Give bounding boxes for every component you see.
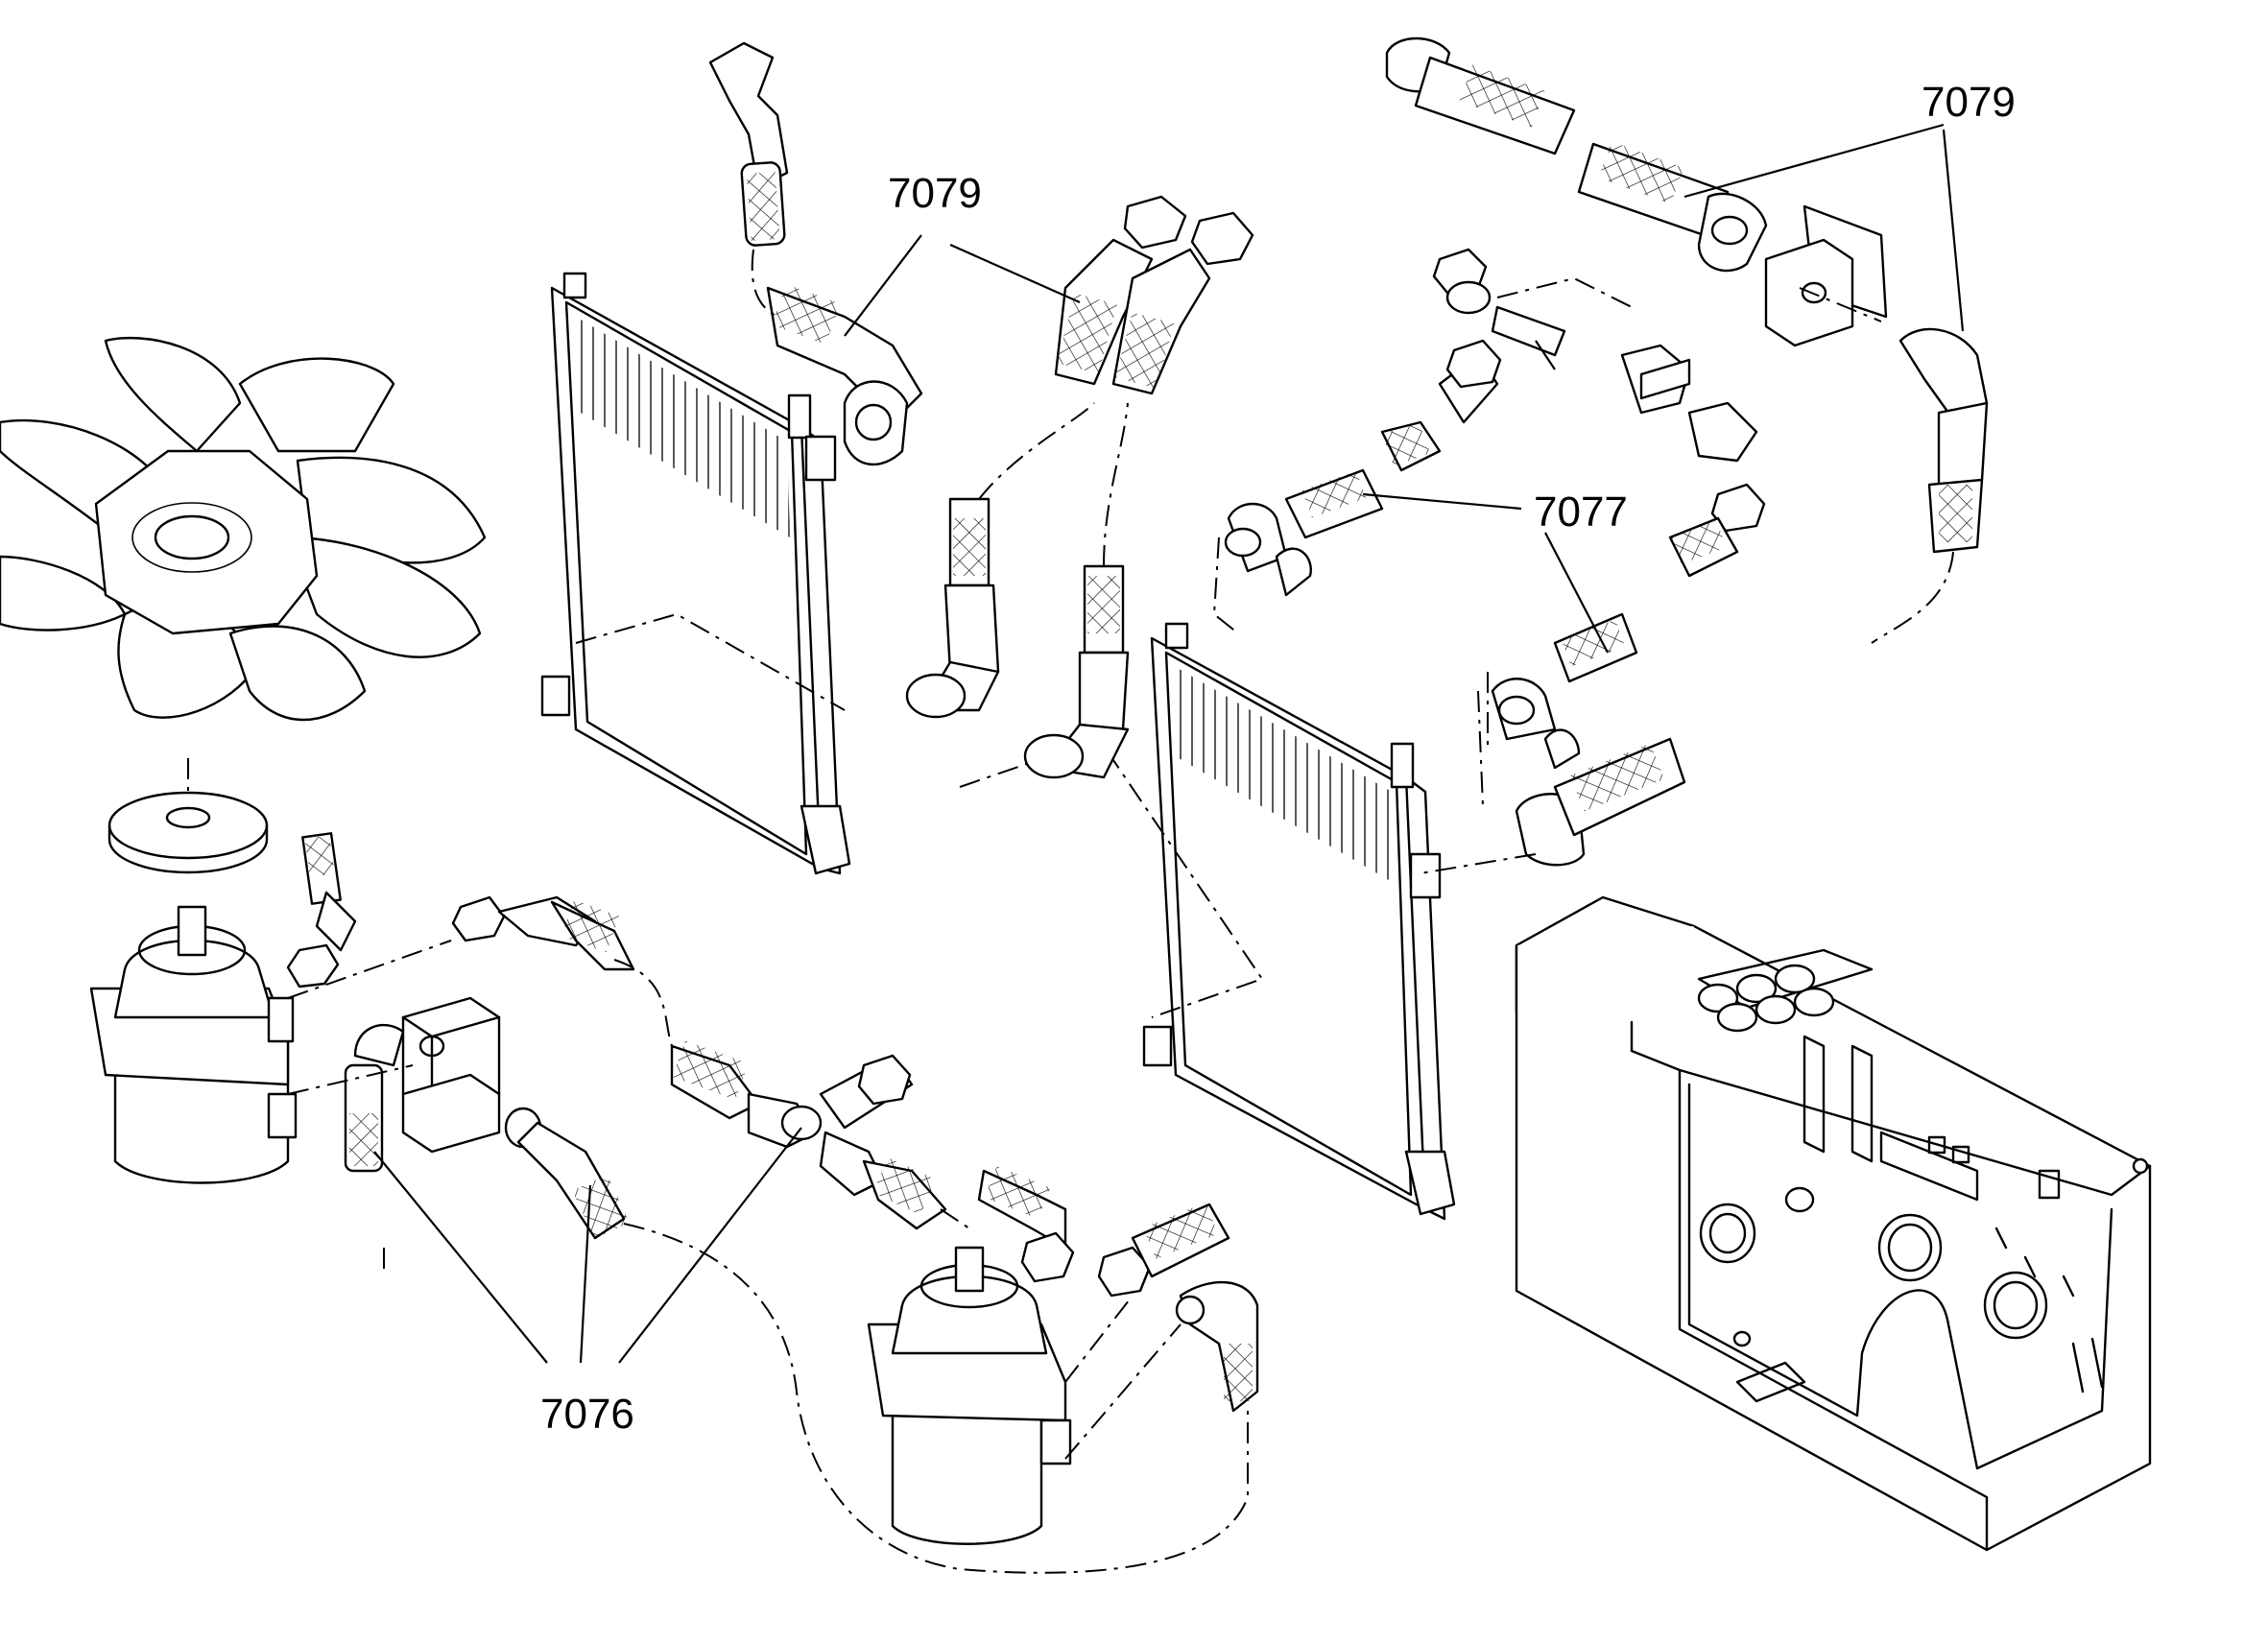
radiator-left — [540, 272, 851, 875]
pipe-assembly-7076 — [451, 895, 947, 1230]
connector-lines — [287, 940, 1249, 1574]
tubes-7077 — [1212, 248, 1766, 874]
callout-7079-right: 7079 — [1922, 79, 2016, 126]
callout-7077: 7077 — [1534, 488, 1628, 536]
callout-leaders — [373, 123, 1965, 1364]
callout-7076: 7076 — [540, 1391, 634, 1438]
hose-7076-left — [344, 1023, 405, 1173]
hoses-lower-right — [977, 1165, 1259, 1413]
hydraulic-motor-left — [89, 905, 298, 1184]
hoses-7079-right — [1385, 36, 1989, 644]
radiator-right — [959, 622, 1456, 1221]
hose-7076-center — [504, 1107, 630, 1240]
cooling-fan — [0, 337, 487, 722]
left-motor-hose-elbow — [286, 832, 357, 989]
hydraulic-motor-right — [867, 1246, 1072, 1545]
machine-base-frame — [1515, 895, 2152, 1552]
fan-hub-flange — [107, 758, 269, 874]
callout-7079-center: 7079 — [888, 170, 982, 217]
manifold-block — [401, 996, 501, 1154]
hoses-7079-center — [708, 41, 1254, 779]
